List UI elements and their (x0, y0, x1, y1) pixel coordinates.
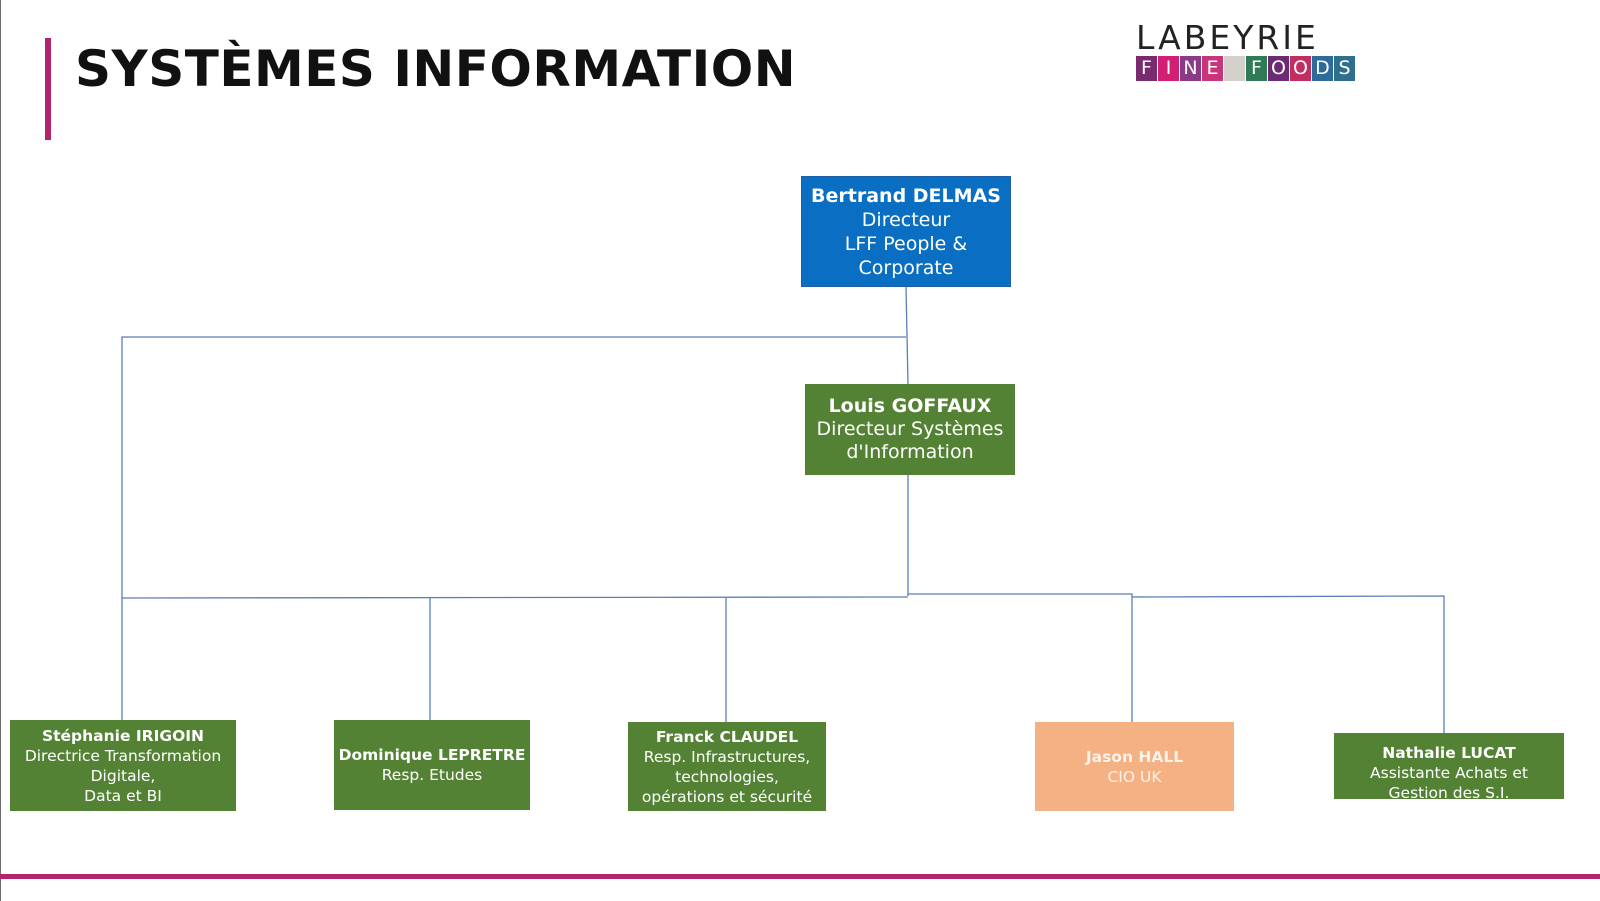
person-role-line: opérations et sécurité (641, 787, 813, 806)
person-role-line: CIO UK (1107, 767, 1162, 786)
logo-tile: F (1136, 56, 1157, 81)
person-role-line: Corporate (858, 256, 954, 279)
person-name: Nathalie LUCAT (1382, 744, 1516, 762)
logo-tile: O (1268, 56, 1289, 81)
person-role-line: Directeur Systèmes (816, 418, 1004, 440)
person-name: Dominique LEPRETRE (338, 746, 526, 764)
person-box-jason-hall: Jason HALL CIO UK (1035, 722, 1234, 811)
logo-tile (1224, 56, 1245, 81)
person-role-line: technologies, (675, 767, 779, 786)
person-role-line: Data et BI (84, 786, 162, 805)
logo-wordmark: LABEYRIE (1136, 18, 1319, 57)
title-accent-bar (45, 38, 51, 140)
logo-tile: F (1246, 56, 1267, 81)
connector-top-to-irigoin-branch (121, 336, 906, 720)
person-role-line: Resp. Etudes (381, 766, 483, 784)
person-role-line: LFF People & (844, 232, 968, 255)
logo-tile: O (1290, 56, 1311, 81)
person-box-bertrand-delmas: Bertrand DELMAS Directeur LFF People & C… (801, 176, 1011, 287)
person-role-line: Assistante Achats et (1370, 764, 1528, 782)
connector-top-to-manager (905, 286, 909, 385)
logo-tile: D (1312, 56, 1333, 81)
logo-tile: E (1202, 56, 1223, 81)
person-name: Jason HALL (1085, 747, 1184, 766)
person-name: Louis GOFFAUX (828, 395, 992, 417)
logo-tile: S (1334, 56, 1355, 81)
person-box-stephanie-irigoin: Stéphanie IRIGOIN Directrice Transformat… (10, 720, 236, 811)
connector-right-bus (908, 593, 1133, 722)
slide-left-border (0, 0, 1, 901)
connector-to-lucat (1131, 595, 1445, 733)
person-box-dominique-lepretre: Dominique LEPRETRE Resp. Etudes (334, 720, 530, 810)
person-name: Franck CLAUDEL (655, 727, 799, 746)
footer-accent-line (0, 874, 1600, 879)
person-role-line: Gestion des S.I. (1388, 784, 1510, 799)
person-role-line: Digitale, (90, 766, 156, 785)
person-box-franck-claudel: Franck CLAUDEL Resp. Infrastructures, te… (628, 722, 826, 811)
logo-tile: I (1158, 56, 1179, 81)
person-role-line: Directrice Transformation (24, 746, 222, 765)
person-box-nathalie-lucat: Nathalie LUCAT Assistante Achats et Gest… (1334, 733, 1564, 799)
person-box-louis-goffaux: Louis GOFFAUX Directeur Systèmes d'Infor… (805, 384, 1015, 475)
person-role-line: Directeur (861, 208, 951, 231)
slide-title: SYSTÈMES INFORMATION (75, 40, 797, 98)
person-name: Bertrand DELMAS (811, 184, 1001, 207)
person-role-line: Resp. Infrastructures, (643, 747, 811, 766)
person-name: Stéphanie IRIGOIN (41, 726, 205, 745)
connector-left-bus (121, 596, 909, 599)
logo-tile: N (1180, 56, 1201, 81)
person-role-line: d'Information (846, 441, 974, 463)
